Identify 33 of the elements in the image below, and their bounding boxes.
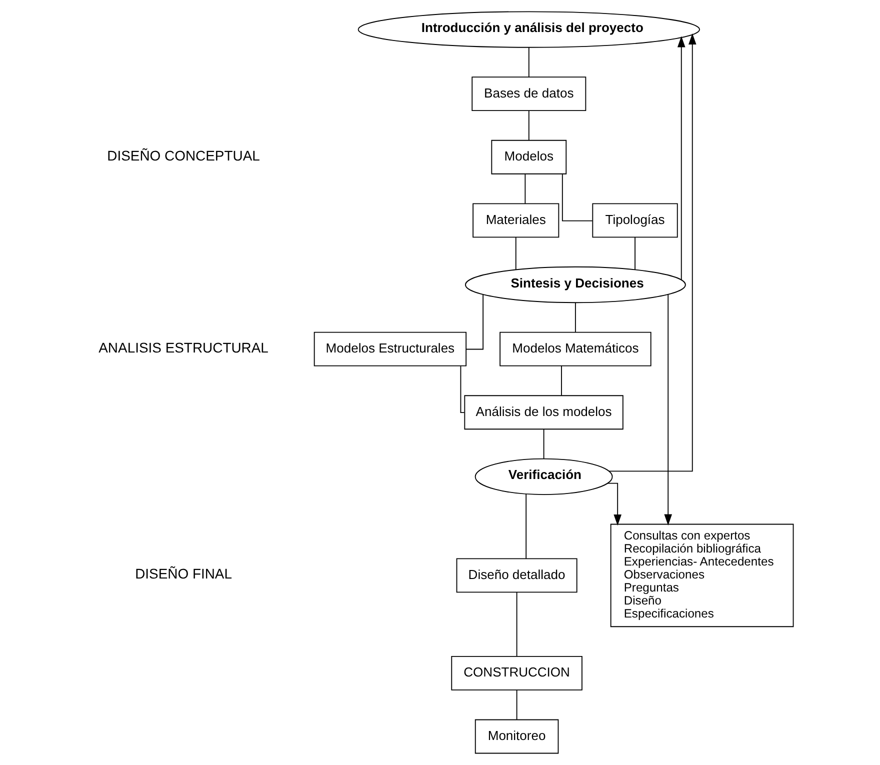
connector	[516, 690, 518, 720]
node-box: Modelos Estructurales	[314, 332, 467, 366]
connector	[634, 236, 636, 270]
arrow	[664, 294, 672, 526]
connector	[526, 493, 527, 559]
arrow	[608, 33, 696, 472]
arrow	[607, 482, 622, 526]
connector	[515, 236, 516, 270]
node-box: Diseño detallado	[456, 558, 578, 593]
connector	[574, 302, 576, 333]
node-ellipse: Verificación	[474, 458, 613, 496]
node-box: Bases de datos	[472, 76, 586, 112]
connector	[528, 110, 530, 141]
label: DISEÑO FINAL	[135, 566, 232, 582]
node-box: Tipologías	[592, 203, 678, 238]
node-box: CONSTRUCCION	[451, 656, 582, 690]
node-box: Materiales	[472, 203, 560, 238]
node-box: Monitoreo	[474, 719, 559, 754]
connector	[561, 366, 562, 396]
node-box: Análisis de los modelos	[464, 395, 624, 430]
connector	[543, 428, 544, 460]
node-box: Consultas con expertos Recopilación bibliográfica Experiencias- Antecedentes Observaciones Preguntas Diseño Especificaciones	[610, 524, 794, 628]
connector	[516, 592, 518, 657]
connector	[466, 294, 484, 350]
arrow	[677, 36, 686, 280]
label: ANALISIS ESTRUCTURAL	[98, 339, 268, 356]
node-box: Modelos Matemáticos	[500, 332, 652, 366]
connector	[528, 46, 530, 78]
node-box: Modelos	[491, 140, 567, 174]
connector	[524, 174, 526, 204]
label: DISEÑO CONCEPTUAL	[107, 147, 260, 164]
node-ellipse: Sintesis y Decisiones	[464, 266, 686, 304]
connector	[562, 174, 593, 222]
